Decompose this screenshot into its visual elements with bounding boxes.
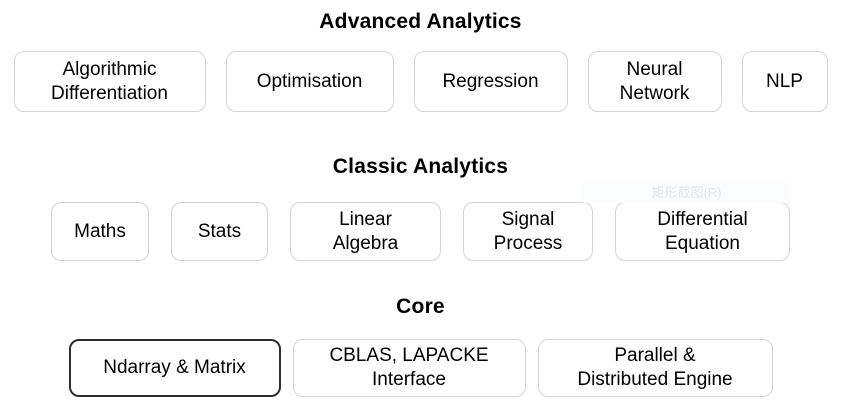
component-box-neural-network: Neural Network — [587, 51, 722, 112]
component-box-optimisation: Optimisation — [225, 51, 394, 112]
section-title-core: Core — [396, 295, 445, 318]
component-box-cblas-lapacke-interface: CBLAS, LAPACKE Interface — [292, 339, 526, 397]
row-classic-analytics: Maths Stats Linear Algebra Signal Process Di… — [0, 202, 841, 261]
section-classic-analytics: Classic Analytics Maths Stats Linear Algeb… — [0, 155, 841, 261]
row-advanced-analytics: Algorithmic Differentiation Optimisation R… — [0, 51, 841, 112]
component-box-signal-process: Signal Process — [463, 202, 593, 261]
component-box-algorithmic-differentiation: Algorithmic Differentiation — [13, 51, 206, 112]
component-box-linear-algebra: Linear Algebra — [290, 202, 441, 261]
component-box-nlp: NLP — [741, 51, 828, 112]
component-box-maths: Maths — [51, 202, 149, 261]
component-box-parallel-distributed-engine: Parallel & Distributed Engine — [537, 339, 773, 397]
component-box-ndarray-matrix: Ndarray & Matrix — [68, 339, 281, 397]
component-box-differential-equation: Differential Equation — [615, 202, 790, 261]
section-title-advanced-analytics: Advanced Analytics — [319, 10, 522, 33]
section-title-classic-analytics: Classic Analytics — [332, 155, 509, 178]
component-box-regression: Regression — [413, 51, 568, 112]
component-box-stats: Stats — [171, 202, 268, 261]
section-advanced-analytics: Advanced Analytics Algorithmic Different… — [0, 0, 841, 112]
